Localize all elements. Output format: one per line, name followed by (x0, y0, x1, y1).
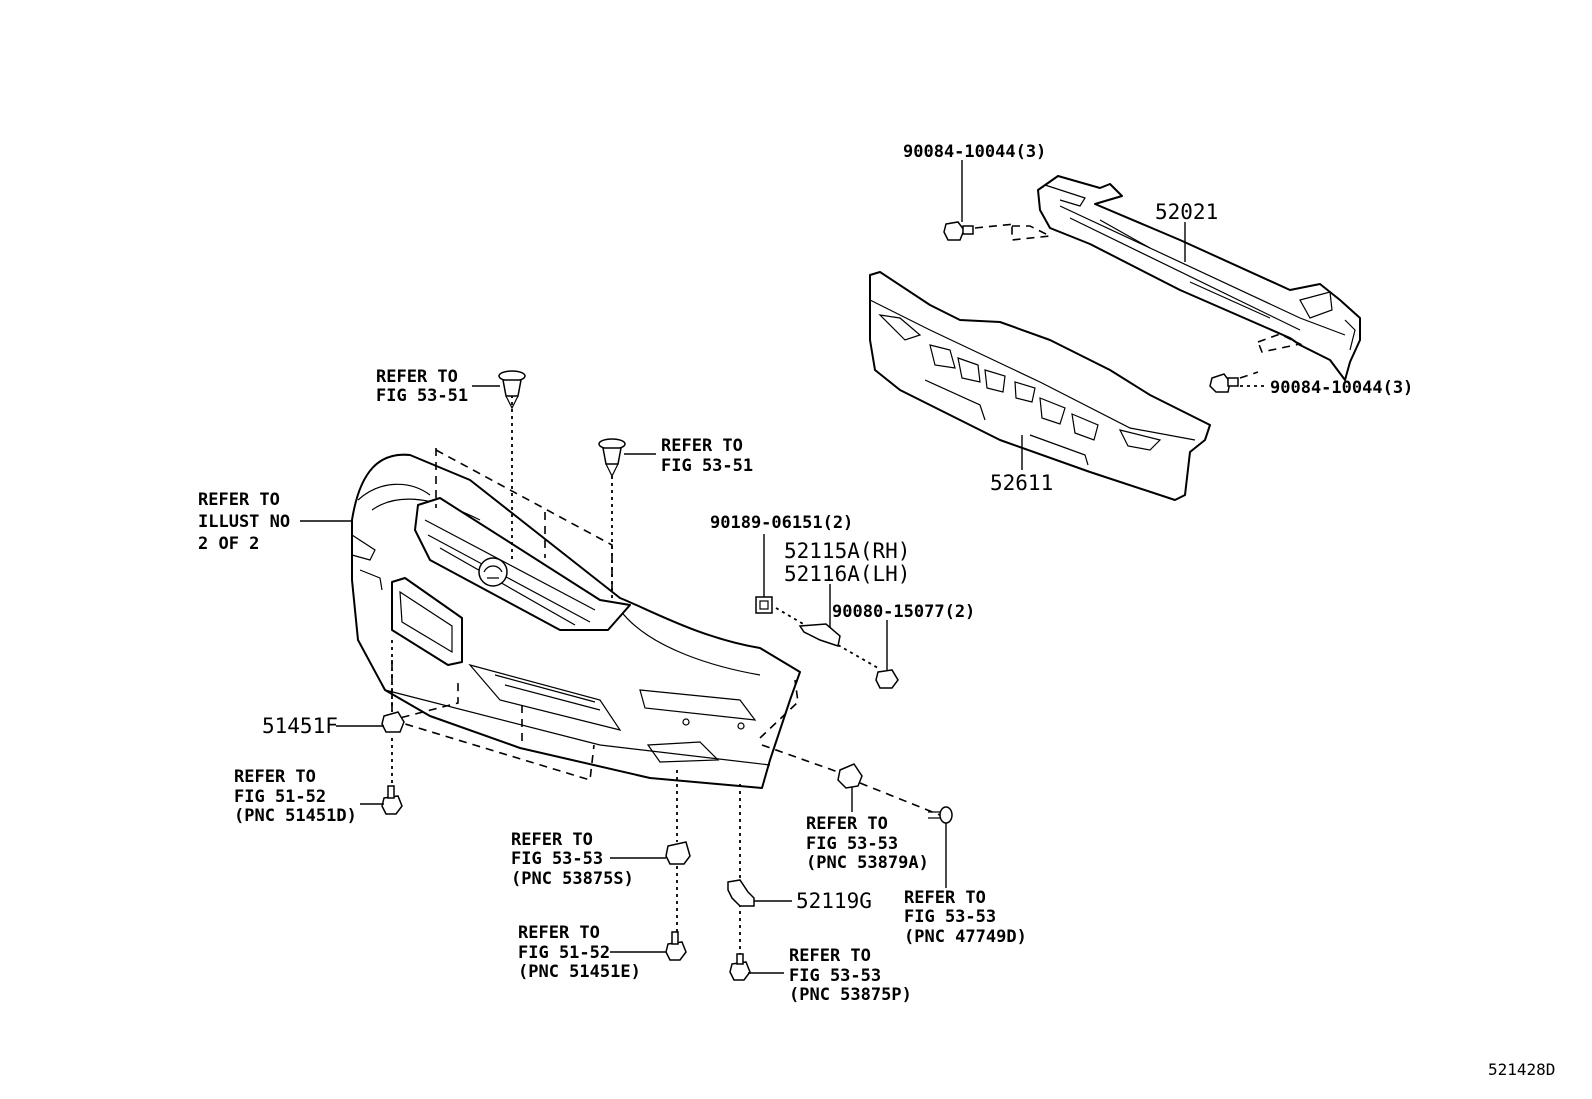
bracket-52115a-icon[interactable] (798, 623, 841, 647)
svg-text:REFER TO: REFER TO (661, 436, 743, 456)
svg-text:REFER TO: REFER TO (904, 888, 986, 908)
svg-text:REFER TO: REFER TO (198, 490, 280, 510)
bolt-53875p-icon[interactable] (729, 953, 751, 981)
svg-text:REFER TO: REFER TO (234, 767, 316, 787)
clip-mid-icon[interactable] (598, 438, 626, 478)
bracket-52119g-icon[interactable] (727, 879, 755, 907)
bracket-52119g-label[interactable]: 52119G (796, 889, 872, 913)
svg-text:(PNC 47749D): (PNC 47749D) (904, 927, 1027, 947)
svg-text:FIG 53-53: FIG 53-53 (806, 834, 898, 854)
bracket-rh-label[interactable]: 52115A(RH) (784, 539, 910, 563)
svg-text:REFER TO: REFER TO (518, 923, 600, 943)
svg-text:FIG 53-53: FIG 53-53 (511, 849, 603, 869)
bumper-reinforcement[interactable] (1037, 175, 1361, 381)
svg-text:(PNC 53875S): (PNC 53875S) (511, 869, 634, 889)
bolt-upper-label[interactable]: 90084-10044(3) (903, 142, 1046, 162)
svg-text:(PNC 51451E): (PNC 51451E) (518, 962, 641, 982)
svg-text:FIG 53-51: FIG 53-51 (661, 456, 753, 476)
pin-47749d-icon[interactable] (928, 806, 953, 824)
svg-text:REFER TO: REFER TO (806, 814, 888, 834)
ref-fig5353-d[interactable]: REFER TO FIG 53-53 (PNC 47749D) (904, 888, 1027, 947)
ref-illust[interactable]: REFER TO ILLUST NO 2 OF 2 (198, 490, 290, 554)
svg-text:FIG 53-51: FIG 53-51 (376, 386, 468, 406)
bolt-right-label[interactable]: 90084-10044(3) (1270, 378, 1413, 398)
ref-fig5353-p[interactable]: REFER TO FIG 53-53 (PNC 53875P) (789, 946, 912, 1005)
reinforcement-label[interactable]: 52021 (1155, 200, 1218, 224)
clip-51451f-label[interactable]: 51451F (262, 714, 338, 738)
nut-90189-label[interactable]: 90189-06151(2) (710, 513, 853, 533)
svg-text:REFER TO: REFER TO (789, 946, 871, 966)
figure-code: 521428D (1488, 1060, 1555, 1079)
screw-90080-label[interactable]: 90080-15077(2) (832, 602, 975, 622)
ref-mid-clip[interactable]: REFER TO FIG 53-51 (661, 436, 753, 476)
absorber-label[interactable]: 52611 (990, 471, 1053, 495)
clip-51451f-icon[interactable] (381, 711, 405, 733)
bumper-energy-absorber[interactable] (869, 271, 1211, 501)
svg-text:(PNC 53875P): (PNC 53875P) (789, 985, 912, 1005)
svg-text:(PNC 51451D): (PNC 51451D) (234, 806, 357, 826)
clip-53879a-icon[interactable] (837, 763, 863, 789)
ref-fig5152-d[interactable]: REFER TO FIG 51-52 (PNC 51451D) (234, 767, 357, 826)
bracket-lh-label[interactable]: 52116A(LH) (784, 562, 910, 586)
ref-top-clip[interactable]: REFER TO FIG 53-51 (376, 367, 468, 406)
svg-text:FIG 53-53: FIG 53-53 (789, 966, 881, 986)
svg-text:ILLUST NO: ILLUST NO (198, 512, 290, 532)
svg-text:REFER TO: REFER TO (511, 830, 593, 850)
clip-top-icon[interactable] (498, 370, 526, 410)
ref-fig5152-e[interactable]: REFER TO FIG 51-52 (PNC 51451E) (518, 923, 641, 982)
bolt-51451d-icon[interactable] (381, 785, 403, 815)
svg-text:2 OF 2: 2 OF 2 (198, 534, 259, 554)
radiator-grille[interactable] (414, 497, 631, 631)
svg-text:FIG 53-53: FIG 53-53 (904, 907, 996, 927)
bolt-upper-icon[interactable] (943, 221, 974, 241)
bolt-right-icon[interactable] (1209, 373, 1239, 393)
bolt-51451e-icon[interactable] (665, 931, 687, 961)
svg-text:FIG 51-52: FIG 51-52 (234, 787, 326, 807)
nut-90189-icon[interactable] (755, 596, 773, 614)
license-plate-bracket[interactable] (391, 577, 463, 666)
svg-text:REFER TO: REFER TO (376, 367, 458, 387)
ref-fig5353-s[interactable]: REFER TO FIG 53-53 (PNC 53875S) (511, 830, 634, 889)
svg-text:(PNC 53879A): (PNC 53879A) (806, 853, 929, 873)
svg-text:FIG 51-52: FIG 51-52 (518, 943, 610, 963)
clip-53875s-icon[interactable] (665, 841, 691, 865)
ref-fig5353-a[interactable]: REFER TO FIG 53-53 (PNC 53879A) (806, 814, 929, 873)
screw-90080-icon[interactable] (875, 669, 899, 689)
